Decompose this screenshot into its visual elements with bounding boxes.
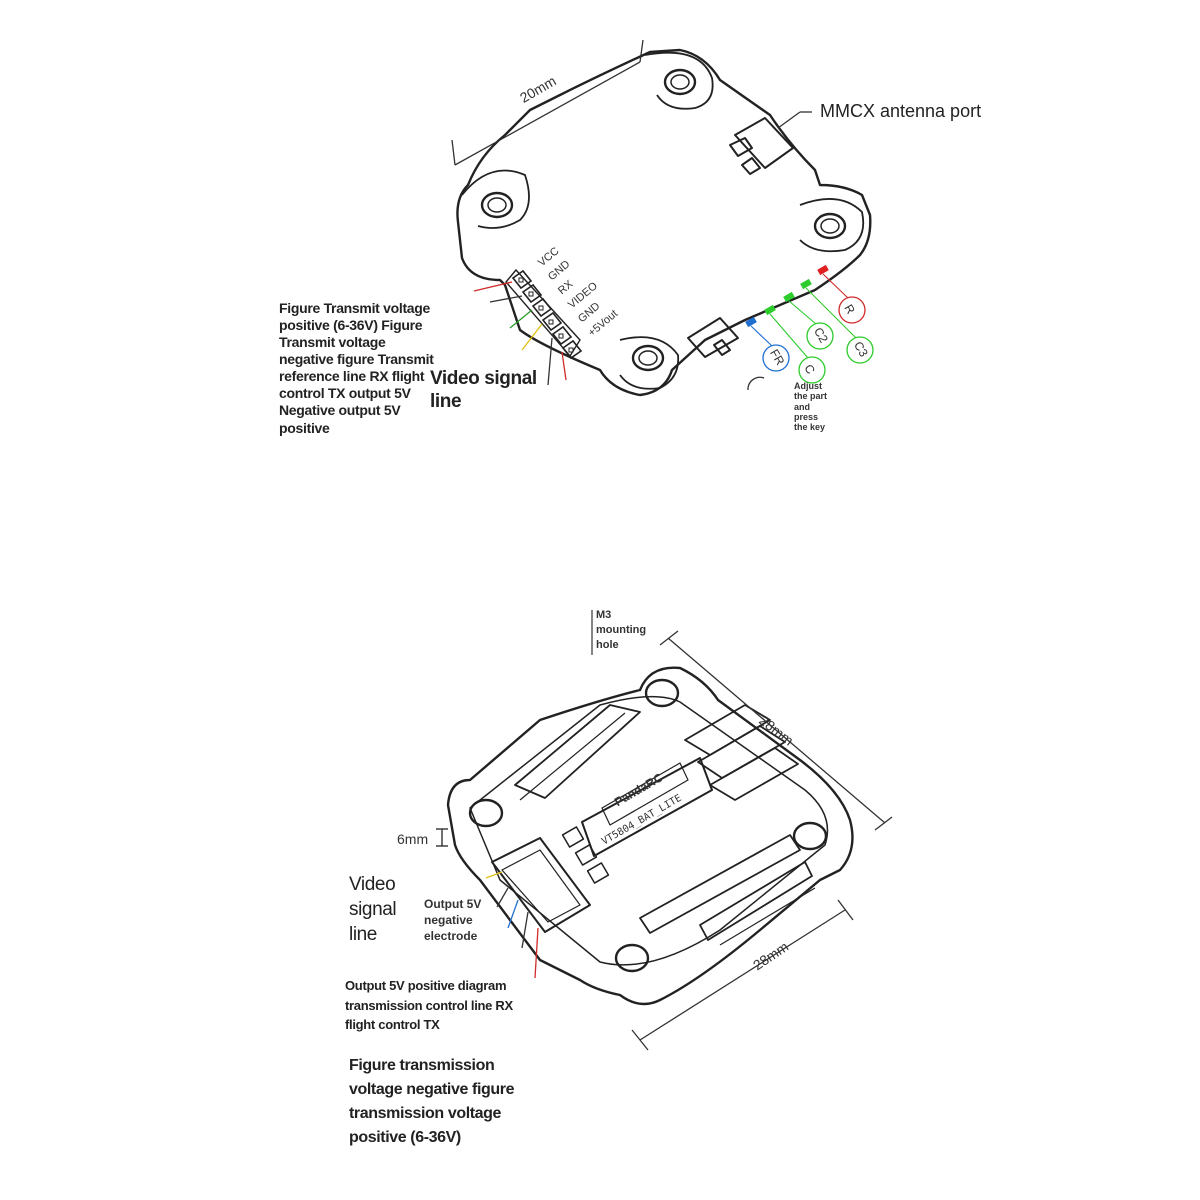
output-negative-label: Output 5V negative electrode xyxy=(424,897,482,944)
dimension-6mm-label: 6mm xyxy=(397,831,429,847)
pin-wire-5 xyxy=(561,351,567,381)
top-wiring-description: Figure Transmit voltage positive (6-36V)… xyxy=(279,300,434,436)
pin-pad-4 xyxy=(551,325,573,346)
pin-wire-2 xyxy=(509,309,533,329)
bottom-hole-left xyxy=(468,798,504,828)
mount-hole-tr xyxy=(663,68,697,96)
pin-hole-4 xyxy=(558,333,564,339)
pin-wire-0 xyxy=(473,281,513,292)
antenna-port-label: MMCX antenna port xyxy=(820,101,982,121)
bottom-wire-4 xyxy=(534,927,539,979)
led-callout-C3 xyxy=(846,336,874,364)
led-callout-R xyxy=(838,296,866,324)
pin-pad-3 xyxy=(541,311,563,332)
pin-wires xyxy=(473,281,567,386)
led-leader-C3 xyxy=(805,287,857,339)
pin-pad-1 xyxy=(521,283,543,304)
dimension-20mm-line xyxy=(451,39,644,166)
bottom-hole-bottom xyxy=(614,943,650,973)
bottom-wire-3 xyxy=(521,911,529,949)
top-vtx-board xyxy=(456,48,872,397)
pin-wire-1 xyxy=(489,295,523,303)
button-callout xyxy=(747,376,765,391)
bottom-video-signal-label: Video signal line xyxy=(349,874,397,946)
m3-mounting-hole-label: M3 mounting hole xyxy=(596,609,647,651)
figure-transmission-description: Figure transmission voltage negative fig… xyxy=(349,1057,515,1146)
mount-hole-br xyxy=(813,212,847,240)
heatsink-fins-right xyxy=(684,704,799,801)
bottom-wire-0 xyxy=(485,871,503,879)
mount-hole-bl xyxy=(631,344,665,372)
mmcx-connector xyxy=(729,117,794,175)
adjust-button xyxy=(687,317,739,358)
led-callout-C1 xyxy=(798,356,826,384)
bottom-hole-right xyxy=(792,821,828,851)
led-C1 xyxy=(764,304,776,316)
bottom-wire-2 xyxy=(507,899,519,929)
led-leader-FR xyxy=(750,325,773,347)
bottom-vtx-board xyxy=(446,666,854,1006)
antenna-leader xyxy=(777,111,812,129)
led-leader-R xyxy=(822,273,849,299)
led-R xyxy=(817,264,829,276)
pin-header-frame xyxy=(505,268,581,358)
bottom-connector xyxy=(491,826,610,933)
pin-hole-2 xyxy=(538,305,544,311)
bottom-hole-top xyxy=(644,678,680,708)
brand-plate xyxy=(601,762,689,826)
pin-pad-2 xyxy=(531,297,553,318)
led-callout-FR xyxy=(762,344,790,372)
dimension-28mm-lines xyxy=(631,630,893,1051)
pin-header xyxy=(505,268,583,360)
led-C2 xyxy=(783,291,795,303)
bottom-wires xyxy=(485,871,539,979)
adjust-note: Adjust the part and press the key xyxy=(794,381,828,433)
pin-hole-3 xyxy=(548,319,554,325)
mount-hole-tl xyxy=(480,191,514,219)
pin-wire-3 xyxy=(521,323,543,351)
bottom-wire-1 xyxy=(496,887,509,908)
led-callout-C2 xyxy=(806,322,834,350)
bottom-board-outline xyxy=(446,666,854,1006)
pin-pad-0 xyxy=(511,269,533,290)
pin-hole-1 xyxy=(528,291,534,297)
heatsink-fins-lower xyxy=(639,834,816,946)
dimension-6mm-marker xyxy=(436,828,448,847)
led-leader-C1 xyxy=(769,313,809,359)
led-FR xyxy=(745,316,757,328)
pin-wire-4 xyxy=(547,337,553,386)
led-C3 xyxy=(800,278,812,290)
status-leds xyxy=(745,264,874,391)
output-positive-description: Output 5V positive diagram transmission … xyxy=(345,978,513,1032)
led-leader-C2 xyxy=(788,300,817,325)
top-video-signal-label: Video signal line xyxy=(430,368,537,413)
pin-hole-0 xyxy=(518,277,524,283)
